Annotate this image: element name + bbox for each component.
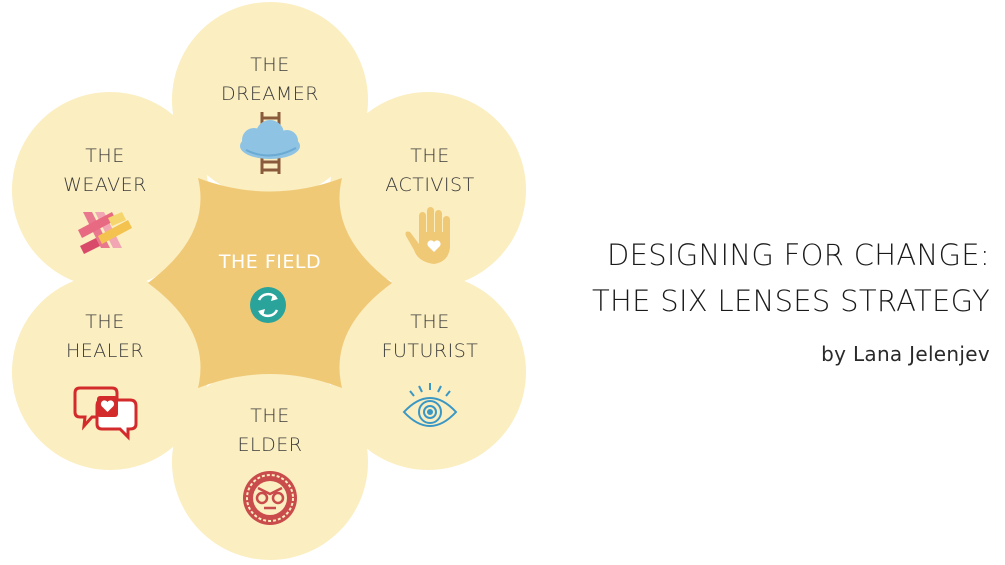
dreamer-label-line1: THE [250, 54, 289, 76]
activist-label-line2: ACTIVIST [385, 174, 474, 196]
futurist-label-line1: THE [410, 311, 449, 333]
healer-label-line2: HEALER [66, 340, 144, 362]
weaver-label-line2: WEAVER [63, 174, 147, 196]
chat-heart-icon [73, 386, 138, 441]
lens-circle-dreamer [172, 2, 368, 198]
six-lenses-diagram: THE DREAMER THE ACTIVIST THE FUTURIST [12, 2, 526, 560]
field-shape [148, 178, 392, 388]
cycle-icon [250, 287, 286, 323]
elder-label-line1: THE [250, 405, 289, 427]
title-line-1: DESIGNING FOR CHANGE: [606, 238, 990, 272]
lens-circle-weaver [12, 92, 208, 288]
eye-icon [402, 383, 458, 427]
title-line-2: THE SIX LENSES STRATEGY [591, 284, 990, 318]
elder-label-line2: ELDER [238, 434, 303, 456]
byline: by Lana Jelenjev [821, 342, 990, 366]
futurist-label-line2: FUTURIST [382, 340, 479, 362]
weave-icon [78, 212, 132, 254]
weaver-label-line1: THE [85, 145, 124, 167]
field-label: THE FIELD [218, 251, 321, 273]
activist-label-line1: THE [410, 145, 449, 167]
lens-circle-futurist [330, 274, 526, 470]
healer-label-line1: THE [85, 311, 124, 333]
seal-icon [243, 471, 297, 525]
cloud-ladder-icon [240, 112, 300, 174]
title-block: DESIGNING FOR CHANGE: THE SIX LENSES STR… [540, 232, 990, 366]
hand-heart-icon [405, 207, 450, 264]
lens-circle-elder [172, 364, 368, 560]
lens-circle-healer [12, 274, 208, 470]
lens-circle-activist [330, 92, 526, 288]
dreamer-label-line2: DREAMER [221, 83, 319, 105]
